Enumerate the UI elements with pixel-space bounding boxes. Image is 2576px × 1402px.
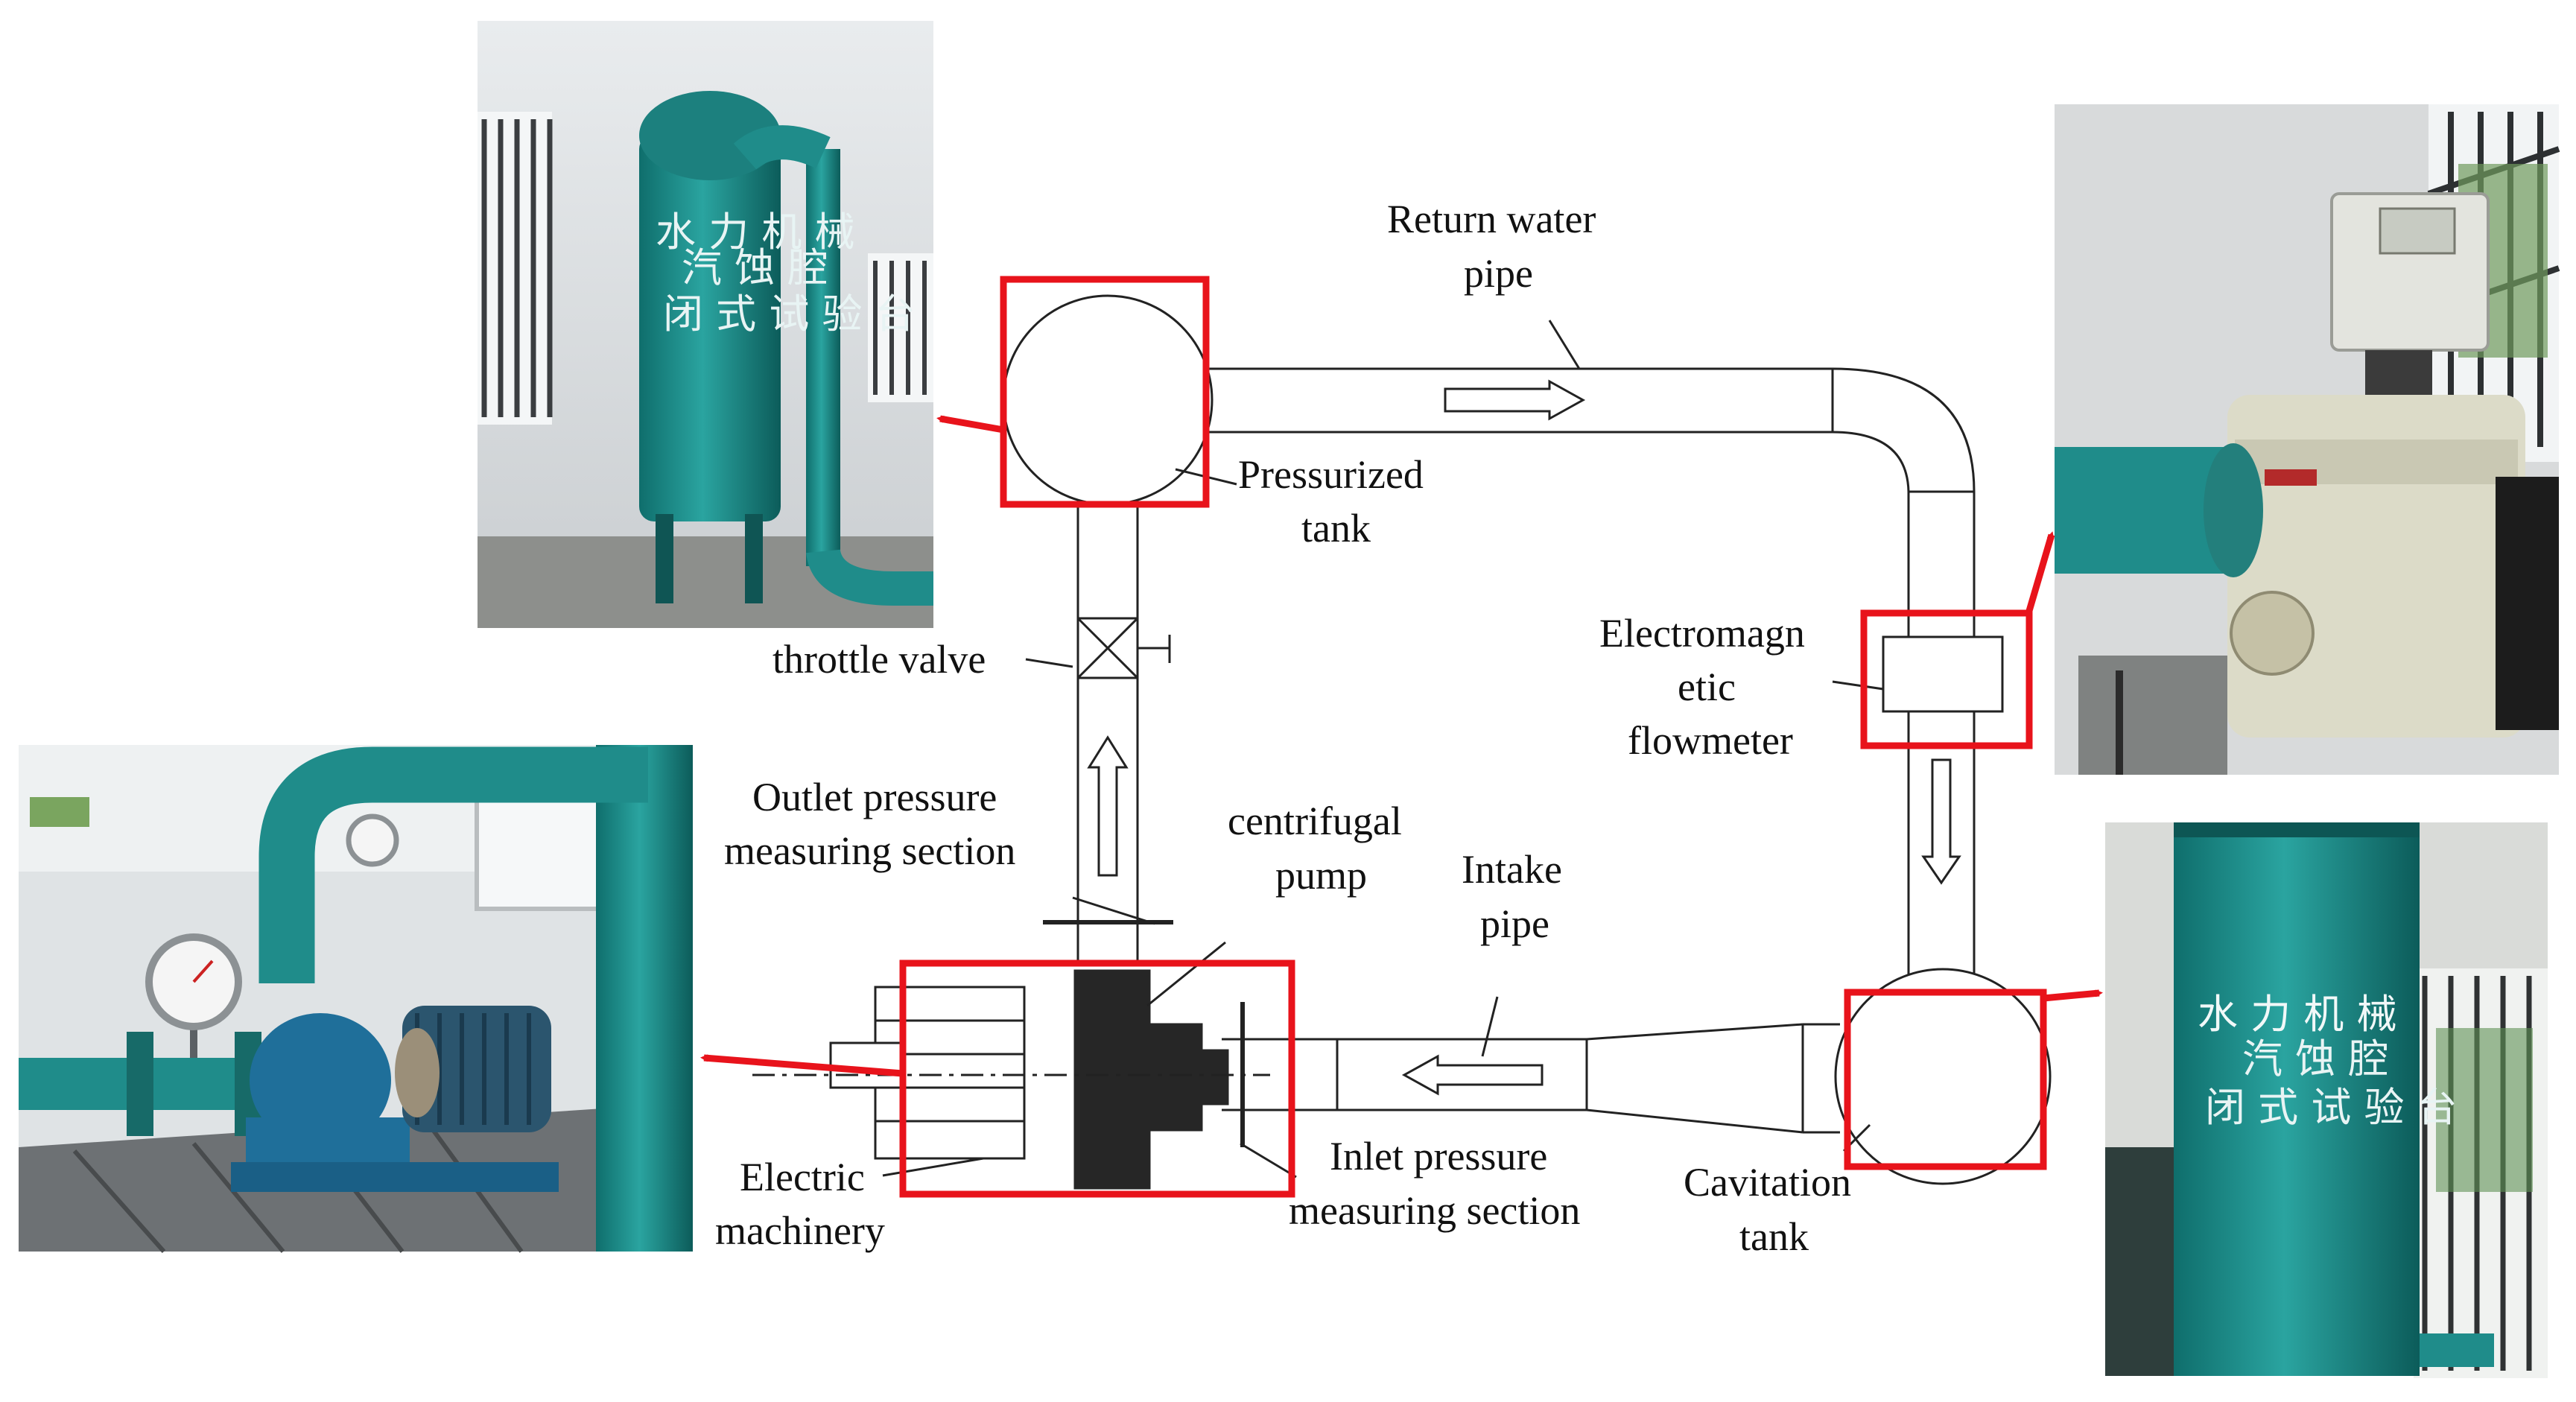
arrow-to-photo-flowmeter xyxy=(2025,531,2055,612)
label-outlet-pressure-line1: Outlet pressure xyxy=(752,775,997,819)
schematic xyxy=(752,294,2052,1190)
highlights xyxy=(700,276,2103,1198)
highlight-flowmeter xyxy=(1860,609,2033,749)
elbow-inner xyxy=(1832,431,1910,492)
label-electric-machinery-line2: machinery xyxy=(715,1208,885,1253)
flow-arrow-up xyxy=(1087,735,1129,877)
arrow-to-photo-pump xyxy=(700,1054,904,1077)
label-outlet-pressure-line2: measuring section xyxy=(724,828,1015,873)
label-inlet-pressure-line2: measuring section xyxy=(1289,1188,1580,1233)
label-return-water-pipe-line2: pipe xyxy=(1464,251,1533,296)
tank-sign-sub2: 闭 式 试 验 台 xyxy=(663,291,916,337)
photo-cavitation-tank: 水 力 机 械 汽 蚀 腔 闭 式 试 验 台 xyxy=(2105,822,2548,1378)
label-electric-machinery-line1: Electric xyxy=(740,1155,865,1199)
flowmeter-symbol xyxy=(1882,635,2004,713)
pressurized-tank-symbol xyxy=(1002,294,1214,506)
cavitation-tank-symbol xyxy=(1834,968,2052,1185)
label-cavitation-tank-line1: Cavitation xyxy=(1684,1160,1851,1205)
tank-sign-sub: 汽 蚀 腔 xyxy=(682,244,828,291)
labels: Return water pipe Pressurized tank throt… xyxy=(715,197,1851,1259)
label-pressurized-tank-line2: tank xyxy=(1301,506,1371,551)
diffuser-top xyxy=(1586,1023,1803,1041)
tank-sign-title: 水 力 机 械 xyxy=(656,209,855,256)
elbow-outer xyxy=(1832,367,1976,492)
highlight-cavitation-tank xyxy=(1844,989,2047,1170)
flow-arrow-right xyxy=(1444,379,1586,421)
arrow-to-photo-cavitation xyxy=(2043,989,2103,1002)
label-return-water-pipe-line1: Return water xyxy=(1387,197,1596,241)
label-flowmeter-line1: Electromagn xyxy=(1599,611,1805,656)
photo-pump-motor xyxy=(19,745,693,1253)
flow-arrow-down xyxy=(1921,758,1961,885)
label-throttle-valve: throttle valve xyxy=(773,637,986,682)
label-inlet-pressure-line1: Inlet pressure xyxy=(1330,1134,1547,1179)
label-intake-pipe-line2: pipe xyxy=(1480,901,1549,946)
cav-tank-sign-sub2: 闭 式 试 验 台 xyxy=(2205,1084,2458,1131)
photo-flowmeter xyxy=(2055,104,2560,775)
label-centrifugal-pump-line2: pump xyxy=(1275,853,1367,898)
arrow-to-photo-tank xyxy=(936,415,1004,434)
highlight-pump-motor xyxy=(899,959,1295,1198)
label-flowmeter-line3: flowmeter xyxy=(1628,718,1793,763)
cav-tank-sign-title: 水 力 机 械 xyxy=(2198,991,2397,1038)
label-pressurized-tank-line1: Pressurized xyxy=(1238,452,1424,497)
label-cavitation-tank-line2: tank xyxy=(1739,1214,1809,1259)
photo-pressurized-tank: 水 力 机 械 汽 蚀 腔 闭 式 试 验 台 xyxy=(478,21,933,628)
cav-tank-sign-sub: 汽 蚀 腔 xyxy=(2242,1035,2388,1082)
highlight-pressurized-tank xyxy=(1000,276,1210,508)
diffuser-bottom xyxy=(1586,1108,1803,1134)
label-centrifugal-pump-line1: centrifugal xyxy=(1228,799,1402,843)
label-intake-pipe-line1: Intake xyxy=(1462,847,1562,892)
centrifugal-pump-symbol xyxy=(1073,969,1151,1190)
label-flowmeter-line2: etic xyxy=(1678,664,1736,709)
flow-arrow-left xyxy=(1401,1054,1544,1096)
